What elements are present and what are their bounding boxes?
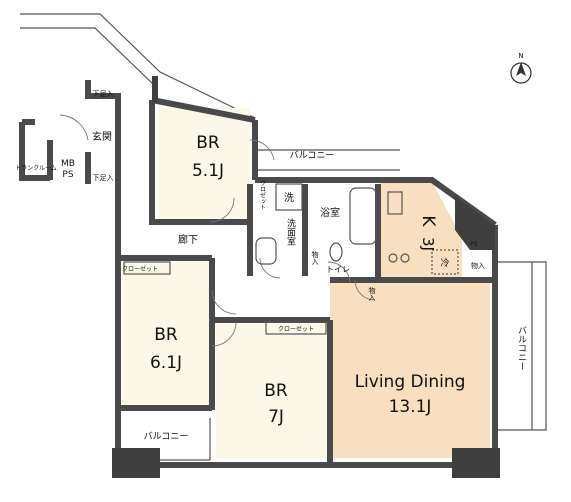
- ps-label: PS: [470, 241, 478, 248]
- fixtures: [123, 183, 459, 335]
- bedroom-a-size: 5.1J: [192, 161, 224, 181]
- compass: N: [510, 52, 532, 84]
- bedroom-b-size: 6.1J: [150, 353, 182, 373]
- pillar: [452, 448, 500, 478]
- bedroom-a-type: BR: [196, 133, 220, 153]
- washer-pan: [275, 183, 303, 211]
- north-arrow-icon: [516, 62, 526, 76]
- small-labels: 玄関 廊下 浴室 洗面室 洗 トイレ 物入 物入 物入 クローゼット クローゼッ…: [15, 90, 526, 442]
- hallway-label: 廊下: [178, 233, 198, 246]
- door-swings: [59, 114, 376, 347]
- kitchen-size: 3J: [419, 237, 437, 251]
- storage-label-kitchen: 物入: [471, 261, 485, 270]
- shoe-storage-bottom: 下足入: [93, 174, 114, 182]
- washer-label: 洗: [284, 192, 294, 204]
- storage-label-washroom: 物入: [311, 250, 319, 265]
- mb-ps-label: PS: [62, 170, 73, 180]
- closet-strip: [265, 321, 327, 335]
- stove: [400, 253, 410, 263]
- closet-small-label: クロゼット: [259, 180, 266, 210]
- balcony-label-bottom: バルコニー: [144, 431, 189, 442]
- bath-label: 浴室: [320, 206, 340, 219]
- living-dining-type: Living Dining: [355, 372, 466, 392]
- balcony-label-top: バルコニー: [290, 150, 335, 161]
- trunk-room-label: トランクルーム: [15, 165, 57, 172]
- closet-strip: [123, 261, 171, 275]
- bedroom-c-floor: [216, 322, 328, 458]
- kitchen-type: K: [418, 215, 438, 227]
- pillars: [112, 76, 500, 478]
- sink: [387, 191, 403, 215]
- entrance-label: 玄関: [92, 130, 112, 143]
- pillar: [112, 448, 160, 478]
- bedroom-b-floor: [122, 262, 212, 408]
- compass-letter: N: [518, 52, 523, 60]
- fridge-box: [431, 249, 459, 275]
- stove: [388, 253, 398, 263]
- bedroom-b-type: BR: [154, 325, 178, 345]
- bathtub: [349, 187, 377, 245]
- pillar: [455, 196, 495, 250]
- fridge-label: 冷: [440, 257, 449, 269]
- bedroom-c-size: 7J: [268, 407, 284, 427]
- room-floors: [122, 108, 490, 458]
- living-dining-size: 13.1J: [389, 397, 432, 417]
- washbasin: [255, 237, 277, 265]
- pillar: [152, 76, 158, 102]
- washroom-label: 洗面室: [285, 217, 296, 245]
- living-dining-floor: [330, 280, 490, 458]
- shoe-storage-top: 下足入: [93, 90, 114, 98]
- kitchen-floor: [380, 182, 462, 282]
- walls: [19, 80, 498, 468]
- toilet-bowl: [329, 242, 343, 262]
- room-labels: BR 5.1J BR 6.1J BR 7J Living Dining 13.1…: [150, 133, 465, 427]
- closet-label-b: クローゼット: [122, 265, 158, 273]
- bedroom-a-floor: [158, 108, 250, 220]
- balcony-label-right: バルコニー: [516, 325, 527, 370]
- storage-label-hall: 物入: [368, 286, 376, 301]
- closet-label-c: クローゼット: [278, 325, 314, 333]
- toilet-label: トイレ: [326, 265, 350, 274]
- mb-label: MB: [61, 159, 75, 169]
- bedroom-c-type: BR: [264, 381, 288, 401]
